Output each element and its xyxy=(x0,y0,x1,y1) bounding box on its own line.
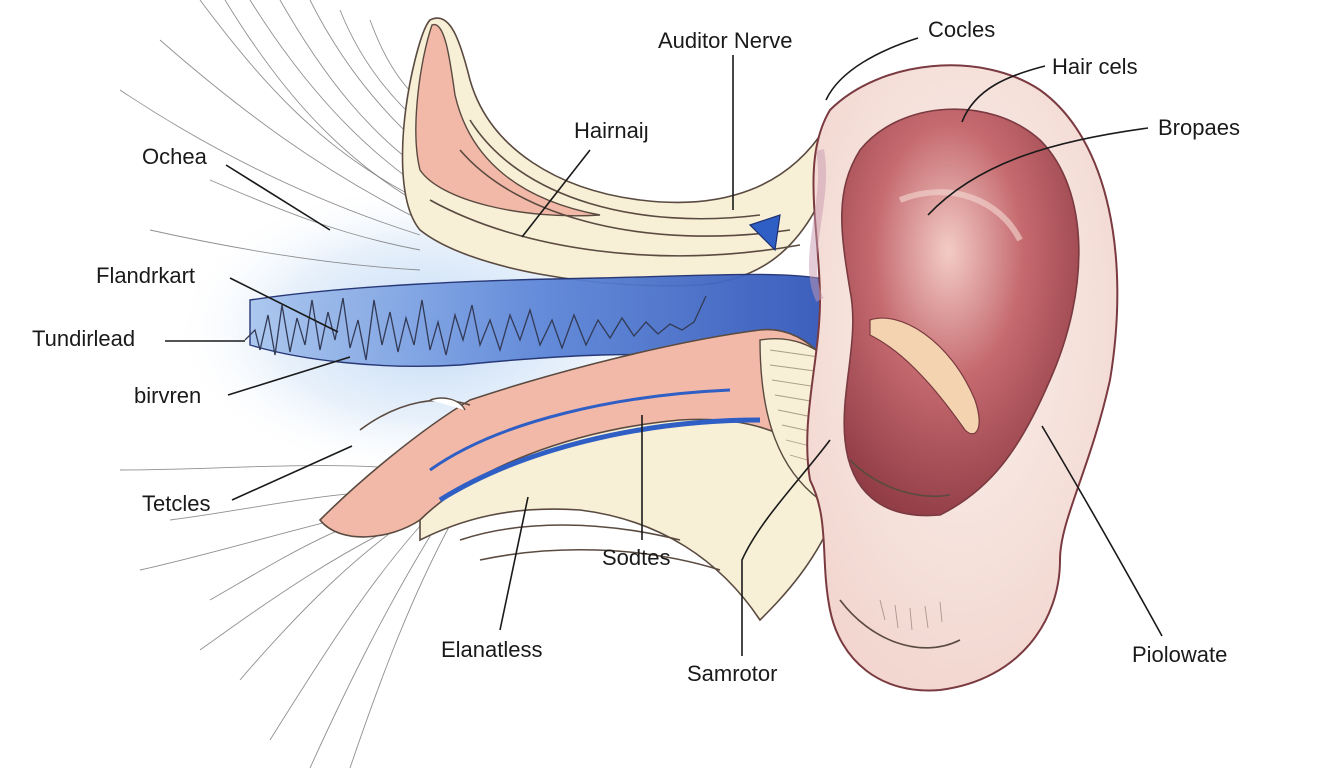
leader-ochea xyxy=(225,164,331,231)
label-sodtes: Sodtes xyxy=(602,545,671,570)
label-samrotor: Samrotor xyxy=(687,661,777,686)
leader-elanatless xyxy=(499,496,529,631)
label-tundirlead: Tundirlead xyxy=(32,326,135,351)
label-tetcles: Tetcles xyxy=(142,491,210,516)
label-hair-cels: Hair cels xyxy=(1052,54,1138,79)
leader-flandrkart xyxy=(229,277,339,333)
leader-birvren xyxy=(227,356,351,396)
upper-canal-wall xyxy=(401,17,841,287)
leader-piolowate xyxy=(1041,425,1163,637)
leader-tetcles xyxy=(231,445,353,501)
leader-hairnai xyxy=(521,149,591,238)
leader-bropaes xyxy=(927,127,1149,216)
leader-samrotor xyxy=(741,439,831,656)
leader-hair-cels xyxy=(961,65,1046,123)
label-ochea: Ochea xyxy=(142,144,208,169)
leader-cocles xyxy=(825,37,919,101)
sound-wave xyxy=(244,295,707,361)
label-cocles: Cocles xyxy=(928,17,995,42)
leader-lines xyxy=(165,37,1163,656)
label-hairnai: Hairnaiȷ xyxy=(574,118,649,143)
label-piolowate: Piolowate xyxy=(1132,642,1227,667)
label-bropaes: Bropaes xyxy=(1158,115,1240,140)
label-auditor-nerve: Auditor Nerve xyxy=(658,28,793,53)
label-flandrkart: Flandrkart xyxy=(96,263,195,288)
label-birvren: birvren xyxy=(134,383,201,408)
label-elanatless: Elanatless xyxy=(441,637,543,662)
pinna xyxy=(806,64,1119,692)
labels: Auditor Nerve Cocles Hair cels Bropaes H… xyxy=(32,17,1240,686)
